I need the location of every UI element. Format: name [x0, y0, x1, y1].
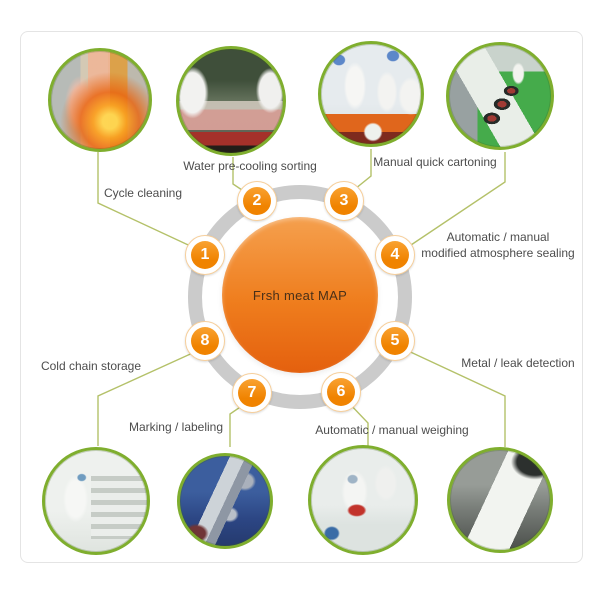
step-number-2: 2: [252, 192, 262, 209]
step-number-8: 8: [200, 332, 210, 349]
connector-step-1: [97, 152, 200, 251]
step-label-metal-leak-detection: Metal / leak detection: [461, 356, 575, 370]
step-number-3: 3: [339, 192, 349, 209]
step-label-cold-chain-storage: Cold chain storage: [40, 359, 142, 373]
step-badge-6-disc: 6: [327, 378, 355, 406]
step-label-manual-quick-cartoning: Manual quick cartoning: [373, 155, 497, 169]
step-badge-1-disc: 1: [191, 241, 219, 269]
step-badge-6: 6: [321, 372, 361, 412]
process-ring: [188, 185, 412, 409]
step-badge-5: 5: [375, 321, 415, 361]
step-badge-2: 2: [237, 181, 277, 221]
manual-quick-cartoning-photo: [318, 41, 424, 147]
page-frame-border: [20, 31, 583, 563]
step-number-6: 6: [336, 383, 346, 400]
connector-step-6: [346, 400, 369, 446]
connector-step-5: [403, 348, 506, 447]
step-number-5: 5: [390, 332, 400, 349]
step-badge-4: 4: [375, 235, 415, 275]
step-label-modified-atmosphere-sealing: Automatic / manual modified atmosphere s…: [421, 229, 574, 261]
step-label-modified-atmosphere-sealing-line1: Automatic / manual: [446, 230, 550, 244]
marking-labeling-photo: [177, 453, 273, 549]
cold-chain-storage-photo: [42, 447, 150, 555]
step-badge-8: 8: [185, 321, 225, 361]
water-pre-cooling-sorting-photo: [176, 46, 286, 156]
center-circle: Frsh meat MAP: [222, 217, 378, 373]
metal-leak-detection-photo: [447, 447, 553, 553]
step-badge-5-disc: 5: [381, 327, 409, 355]
step-badge-1: 1: [185, 235, 225, 275]
step-number-1: 1: [200, 246, 210, 263]
step-number-4: 4: [390, 246, 400, 263]
modified-atmosphere-sealing-photo: [446, 42, 554, 150]
step-label-modified-atmosphere-sealing-line2: modified atmosphere sealing: [421, 246, 575, 260]
step-label-water-pre-cooling-sorting: Water pre-cooling sorting: [183, 159, 317, 173]
step-badge-3: 3: [324, 181, 364, 221]
step-badge-7-disc: 7: [238, 379, 266, 407]
step-badge-4-disc: 4: [381, 241, 409, 269]
step-label-automatic-manual-weighing: Automatic / manual weighing: [315, 423, 469, 437]
cycle-cleaning-photo: [48, 48, 152, 152]
automatic-manual-weighing-photo: [308, 445, 418, 555]
center-label: Frsh meat MAP: [252, 287, 348, 303]
step-badge-3-disc: 3: [330, 187, 358, 215]
step-badge-8-disc: 8: [191, 327, 219, 355]
step-badge-2-disc: 2: [243, 187, 271, 215]
step-badge-7: 7: [232, 373, 272, 413]
step-label-cycle-cleaning: Cycle cleaning: [103, 186, 183, 200]
connector-step-8: [97, 350, 198, 446]
step-number-7: 7: [247, 384, 257, 401]
step-label-marking-labeling: Marking / labeling: [128, 420, 224, 434]
connector-step-4: [404, 152, 506, 250]
